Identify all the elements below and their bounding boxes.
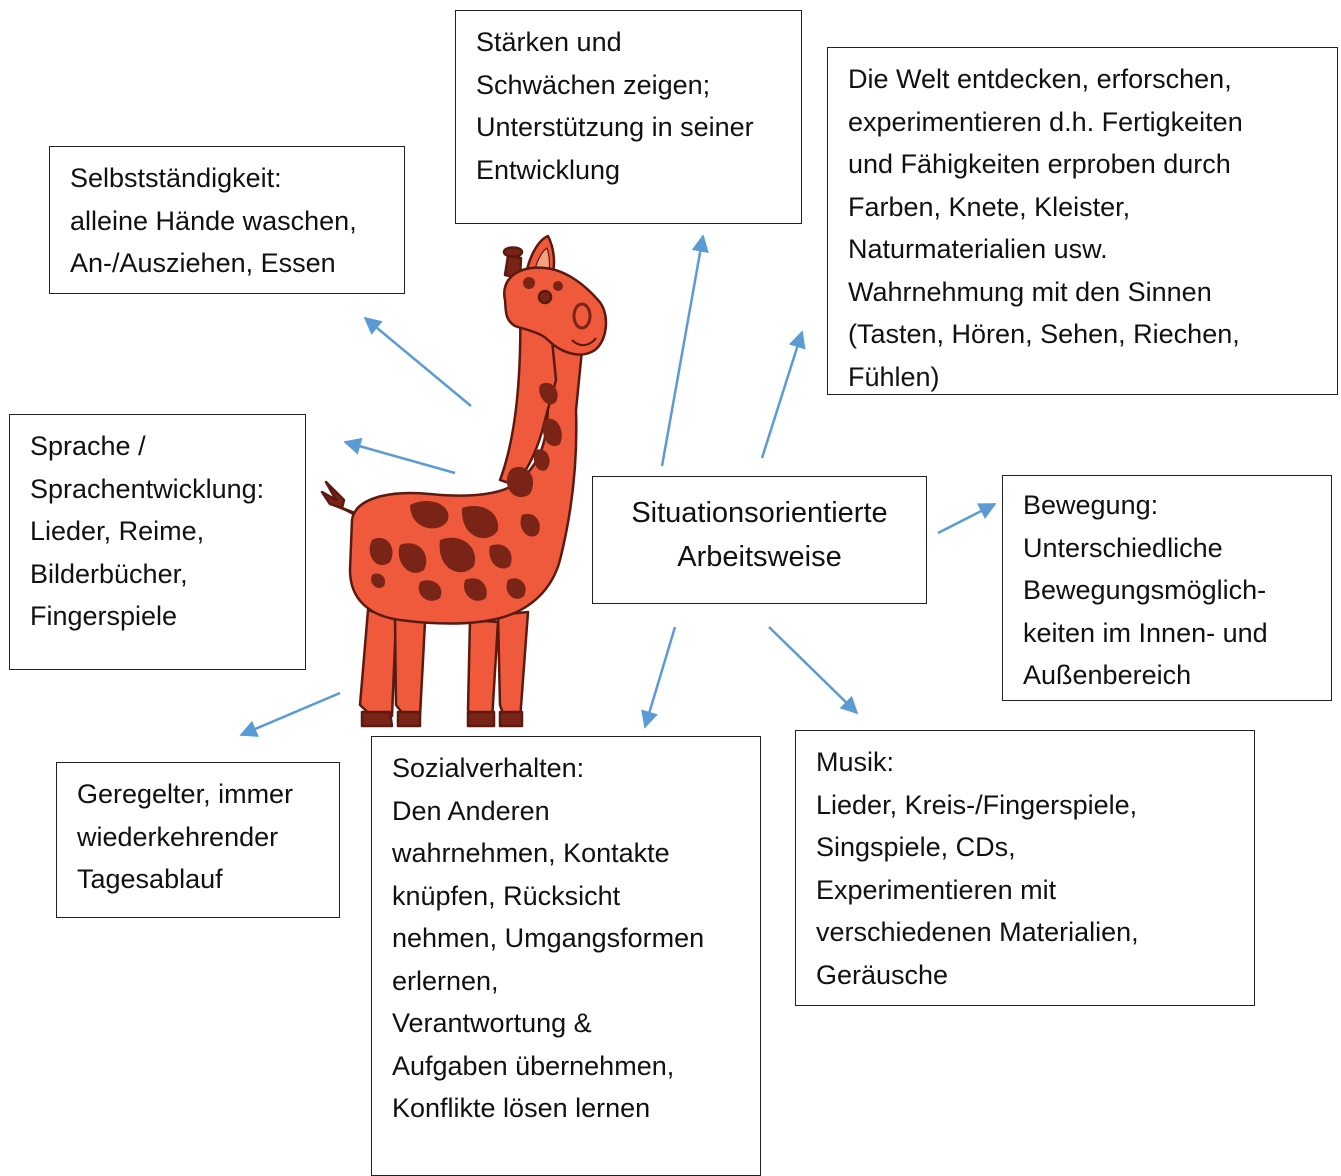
box-text-line: keiten im Innen- und bbox=[1023, 612, 1311, 655]
box-text-line: Unterstützung in seiner bbox=[476, 106, 781, 149]
box-text-line: alleine Hände waschen, bbox=[70, 200, 384, 243]
musik-box: Musik: Lieder, Kreis-/Fingerspiele, Sing… bbox=[795, 730, 1255, 1006]
box-text-line: Konflikte lösen lernen bbox=[392, 1087, 740, 1130]
box-text-line: An-/Ausziehen, Essen bbox=[70, 242, 384, 285]
box-text-line: Singspiele, CDs, bbox=[816, 826, 1234, 869]
box-text-line: Geregelter, immer bbox=[77, 773, 319, 816]
box-text-line: wahrnehmen, Kontakte bbox=[392, 832, 740, 875]
box-text-line: Die Welt entdecken, erforschen, bbox=[848, 58, 1317, 101]
staerken-box: Stärken und Schwächen zeigen; Unterstütz… bbox=[455, 10, 802, 224]
selbststaendigkeit-box: Selbstständigkeit: alleine Hände waschen… bbox=[49, 146, 405, 294]
box-text-line: Musik: bbox=[816, 741, 1234, 784]
box-text-line: Verantwortung & bbox=[392, 1002, 740, 1045]
box-text-line: nehmen, Umgangsformen bbox=[392, 917, 740, 960]
center-topic-box: Situationsorientierte Arbeitsweise bbox=[592, 476, 927, 604]
sozialverhalten-box: Sozialverhalten: Den Anderen wahrnehmen,… bbox=[371, 736, 761, 1176]
box-text-line: verschiedenen Materialien, bbox=[816, 911, 1234, 954]
center-topic-line: Arbeitsweise bbox=[603, 535, 916, 579]
box-text-line: wiederkehrender bbox=[77, 816, 319, 859]
box-text-line: knüpfen, Rücksicht bbox=[392, 875, 740, 918]
box-text-line: Tagesablauf bbox=[77, 858, 319, 901]
box-text-line: Bewegungsmöglich- bbox=[1023, 569, 1311, 612]
box-text-line: Bewegung: bbox=[1023, 484, 1311, 527]
box-text-line: Bilderbücher, bbox=[30, 553, 285, 596]
center-topic-line: Situationsorientierte bbox=[603, 491, 916, 535]
welt-box: Die Welt entdecken, erforschen, experime… bbox=[827, 47, 1338, 395]
box-text-line: Experimentieren mit bbox=[816, 869, 1234, 912]
box-text-line: Den Anderen bbox=[392, 790, 740, 833]
box-text-line: Sozialverhalten: bbox=[392, 747, 740, 790]
box-text-line: und Fähigkeiten erproben durch bbox=[848, 143, 1317, 186]
bewegung-box: Bewegung: Unterschiedliche Bewegungsmögl… bbox=[1002, 475, 1332, 701]
box-text-line: erlernen, bbox=[392, 960, 740, 1003]
box-text-line: Außenbereich bbox=[1023, 654, 1311, 697]
box-text-line: Naturmaterialien usw. bbox=[848, 228, 1317, 271]
box-text-line: Stärken und bbox=[476, 21, 781, 64]
box-text-line: Aufgaben übernehmen, bbox=[392, 1045, 740, 1088]
box-text-line: Entwicklung bbox=[476, 149, 781, 192]
box-text-line: Sprache / bbox=[30, 425, 285, 468]
box-text-line: Schwächen zeigen; bbox=[476, 64, 781, 107]
sprache-box: Sprache / Sprachentwicklung: Lieder, Rei… bbox=[9, 414, 306, 670]
box-text-line: Selbstständigkeit: bbox=[70, 157, 384, 200]
box-text-line: (Tasten, Hören, Sehen, Riechen, bbox=[848, 313, 1317, 356]
box-text-line: experimentieren d.h. Fertigkeiten bbox=[848, 101, 1317, 144]
box-text-line: Fingerspiele bbox=[30, 595, 285, 638]
box-text-line: Sprachentwicklung: bbox=[30, 468, 285, 511]
box-text-line: Fühlen) bbox=[848, 356, 1317, 399]
box-text-line: Geräusche bbox=[816, 954, 1234, 997]
box-text-line: Unterschiedliche bbox=[1023, 527, 1311, 570]
box-text-line: Wahrnehmung mit den Sinnen bbox=[848, 271, 1317, 314]
box-text-line: Farben, Knete, Kleister, bbox=[848, 186, 1317, 229]
box-text-line: Lieder, Reime, bbox=[30, 510, 285, 553]
box-text-line: Lieder, Kreis-/Fingerspiele, bbox=[816, 784, 1234, 827]
tagesablauf-box: Geregelter, immer wiederkehrender Tagesa… bbox=[56, 762, 340, 918]
